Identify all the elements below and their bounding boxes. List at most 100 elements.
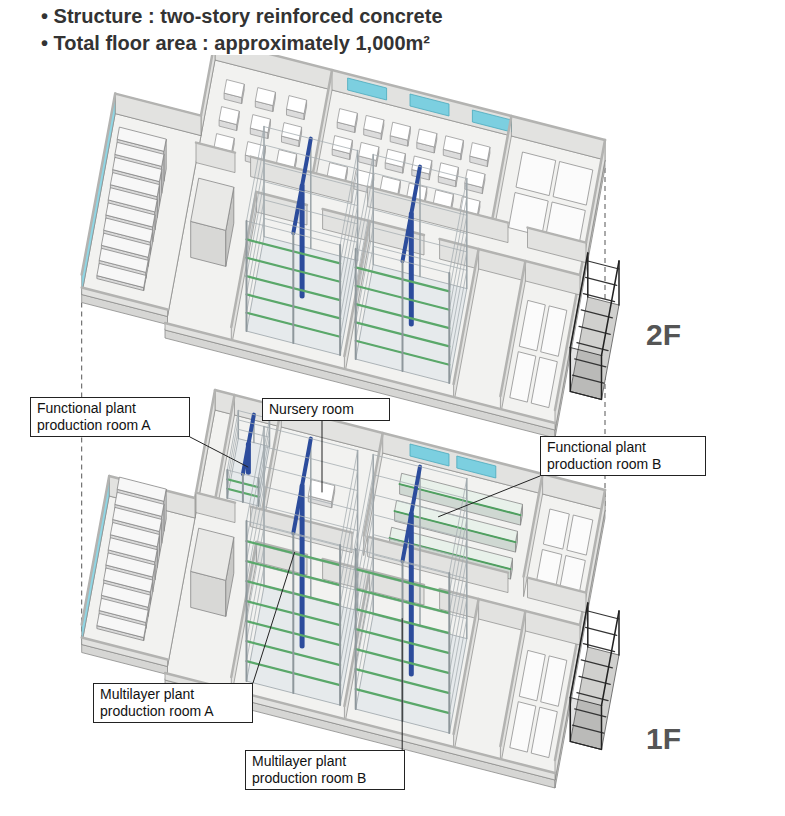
floor-bed <box>516 152 556 196</box>
wall-top <box>368 187 508 223</box>
wall <box>82 288 168 317</box>
leader-line <box>402 619 403 750</box>
desk <box>443 136 463 154</box>
rack-post <box>355 549 357 709</box>
stair-step <box>97 263 146 287</box>
wall-top <box>82 288 168 310</box>
window <box>410 94 449 116</box>
floor-bed <box>553 162 593 206</box>
wall <box>528 228 587 263</box>
leader-line <box>190 437 248 467</box>
rack-post <box>292 233 294 343</box>
rack-post <box>246 521 248 681</box>
rack-post <box>246 221 248 331</box>
rack-post <box>339 545 341 705</box>
rack-post <box>402 261 404 371</box>
callout-text: Multilayer plant production room B <box>252 753 398 787</box>
floor-bed <box>510 702 536 752</box>
window <box>348 78 387 100</box>
callout-box: Multilayer plant production room A <box>93 683 253 723</box>
desk <box>364 115 384 133</box>
floor-label: 2F <box>646 318 681 352</box>
spec-note: • Structure : two-story reinforced concr… <box>38 4 446 28</box>
wall <box>196 143 235 173</box>
callout-box: Functional plant production room B <box>540 436 706 476</box>
floor-bed <box>543 509 569 549</box>
window <box>457 456 496 478</box>
window <box>410 444 449 466</box>
stair-rail <box>570 253 588 348</box>
stair-frame <box>570 348 601 400</box>
desk <box>219 107 239 125</box>
rack-lift <box>409 514 414 674</box>
wall-top <box>368 537 508 573</box>
callout-text: Nursery room <box>269 401 383 418</box>
wall <box>82 638 168 667</box>
floor-guide <box>81 303 82 645</box>
stair-step <box>97 614 146 638</box>
rack-post <box>242 474 244 502</box>
floor-bed <box>531 357 557 407</box>
desk <box>417 129 437 147</box>
floor-bed <box>531 707 557 757</box>
leader-line <box>439 476 541 517</box>
stair-tread <box>586 627 617 635</box>
floor-slab <box>165 410 605 780</box>
callout-box: Multilayer plant production room B <box>245 750 405 790</box>
wall-top <box>313 70 332 173</box>
rack-lift <box>293 439 311 533</box>
rack-lift <box>300 486 305 646</box>
stair-tread <box>588 611 619 619</box>
desk <box>465 170 485 188</box>
rack-post <box>448 573 450 733</box>
wall <box>215 40 605 160</box>
callout-box: Functional plant production room A <box>30 397 190 437</box>
floor-bed <box>510 352 536 402</box>
desk <box>390 122 410 140</box>
floor-bed <box>519 650 545 700</box>
stair-rail <box>570 603 588 698</box>
rack-post <box>448 273 450 383</box>
wall-top <box>251 157 352 183</box>
outdoor-stair <box>570 647 619 750</box>
window <box>472 110 511 132</box>
stair-rail <box>602 261 620 356</box>
stair-tread <box>581 310 612 318</box>
callout-box: Nursery room <box>262 398 390 421</box>
rack-lift <box>403 467 421 561</box>
desk <box>359 142 379 160</box>
floor-bed <box>541 656 567 706</box>
spec-note: • Total floor area : approximately 1,000… <box>38 31 433 55</box>
floor-slab <box>82 114 201 317</box>
wall <box>528 578 587 613</box>
wall-top <box>440 239 580 275</box>
elevator <box>191 178 234 230</box>
stair-frame <box>570 698 601 750</box>
floor-bed <box>519 300 545 350</box>
desk <box>255 88 275 106</box>
rack-post <box>355 249 357 359</box>
floor-bed <box>541 306 567 356</box>
desk <box>250 115 270 133</box>
stair-tread <box>588 261 619 269</box>
rack-shelf <box>356 455 467 573</box>
rack-shelf <box>247 127 358 246</box>
wall-top <box>196 493 235 503</box>
elevator <box>191 528 234 580</box>
desk <box>287 96 307 114</box>
leader-line <box>322 421 323 492</box>
wall-top <box>440 589 580 625</box>
floor-slab <box>82 496 195 667</box>
rack-post <box>339 245 341 355</box>
wall-top <box>195 390 215 498</box>
rack-post <box>226 470 228 498</box>
floor-bed <box>567 515 593 555</box>
desk <box>224 80 244 98</box>
callout-text: Multilayer plant production room A <box>100 686 246 720</box>
wall-top <box>82 638 168 660</box>
wall-top <box>115 94 201 116</box>
rack-shelf <box>356 155 467 274</box>
leader-line <box>253 553 295 684</box>
rack-shelf <box>247 427 358 545</box>
stair-rail <box>602 611 620 706</box>
